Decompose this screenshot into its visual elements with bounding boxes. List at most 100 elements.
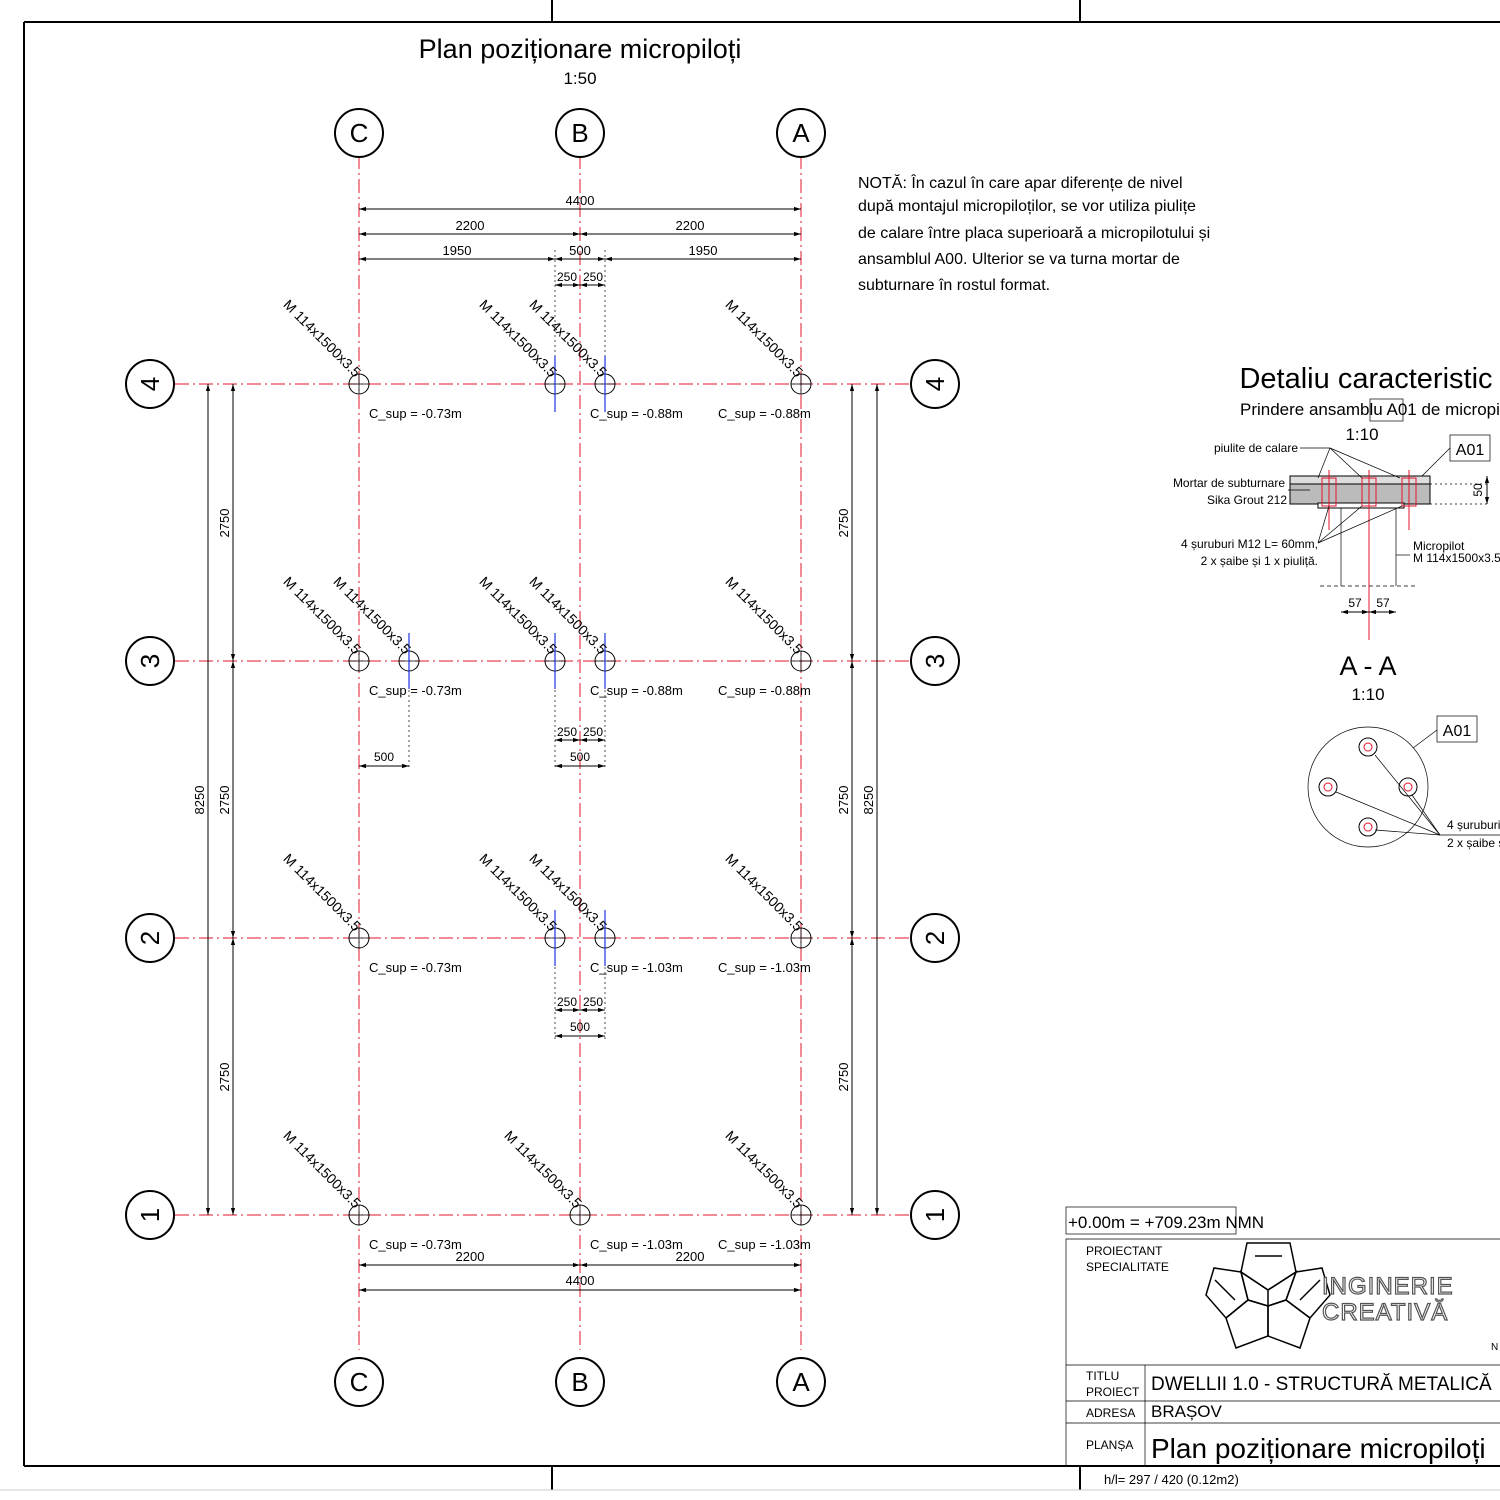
svg-text:B: B xyxy=(571,118,588,148)
dim-2200: 2200 xyxy=(456,1249,485,1264)
proiect-label: PROIECT xyxy=(1086,1385,1140,1399)
grid-bubble-1-left: 1 xyxy=(125,1190,175,1240)
pile-label: M 114x1500x3.5 xyxy=(722,850,806,934)
plan-title: Plan poziționare micropiloți xyxy=(419,34,742,64)
dim-2750: 2750 xyxy=(217,1063,232,1092)
cut-text: N xyxy=(1491,1342,1498,1353)
note-line: ansamblul A00. Ulterior se va turna mort… xyxy=(858,251,1180,268)
plan-scale: 1:50 xyxy=(563,69,596,88)
grid-axes xyxy=(175,155,910,1350)
note-line: subturnare în rostul format. xyxy=(858,277,1050,294)
pile: M 114x1500x3.5 xyxy=(280,850,370,949)
pile-label: M 114x1500x3.5 xyxy=(722,296,806,380)
dim-1950: 1950 xyxy=(443,243,472,258)
detail-scale: 1:10 xyxy=(1345,425,1378,444)
dim-500: 500 xyxy=(570,750,590,764)
grid-bubble-c-top: C xyxy=(334,108,384,158)
level-label: C_sup = -0.88m xyxy=(590,683,683,698)
detail-tag: A01 xyxy=(1456,442,1485,459)
level-label: C_sup = -1.03m xyxy=(590,960,683,975)
pile-label: M 114x1500x3.5 xyxy=(722,1127,806,1211)
grid-bubble-3-left: 3 xyxy=(125,636,175,686)
section-label-bolts: 4 șuruburi M xyxy=(1447,818,1500,832)
level-label: C_sup = -1.03m xyxy=(590,1237,683,1252)
logo-text-line2: CREATIVĂ xyxy=(1322,1299,1448,1326)
pile: M 114x1500x3.5 xyxy=(280,1127,370,1226)
dim-2750: 2750 xyxy=(836,509,851,538)
pile: M 114x1500x3.5 xyxy=(280,296,370,395)
specialitate-label: SPECIALITATE xyxy=(1086,1260,1169,1274)
svg-text:A: A xyxy=(792,1367,810,1397)
dim-57: 57 xyxy=(1376,596,1390,610)
dim-250: 250 xyxy=(583,725,603,739)
dim-2200: 2200 xyxy=(676,1249,705,1264)
level-reference: +0.00m = +709.23m NMN xyxy=(1068,1213,1264,1232)
section-title: A - A xyxy=(1339,651,1396,681)
dim-2750: 2750 xyxy=(217,509,232,538)
note-line: după montajul micropiloților, se vor uti… xyxy=(858,198,1196,215)
level-label: C_sup = -1.03m xyxy=(718,960,811,975)
section-tag: A01 xyxy=(1443,723,1472,740)
top-dimensions: 4400 2200 2200 1950 500 1950 250 250 xyxy=(359,193,801,400)
detail-view: Detaliu caracteristic Prindere ansamblu … xyxy=(1173,363,1500,850)
detail-title: Detaliu caracteristic xyxy=(1239,363,1492,395)
dim-500: 500 xyxy=(569,243,591,258)
label-bolts-washers: 2 x șaibe și 1 x piuliță. xyxy=(1201,554,1318,568)
label-mortar: Mortar de subturnare xyxy=(1173,476,1285,490)
dim-4400-bottom: 4400 xyxy=(566,1273,595,1288)
pile-label: M 114x1500x3.5 xyxy=(280,850,364,934)
note-line: de calare între placa superioară a micro… xyxy=(858,225,1210,242)
pile: M 114x1500x3.5 xyxy=(501,1127,591,1226)
dim-250: 250 xyxy=(583,270,603,284)
svg-text:3: 3 xyxy=(135,654,165,668)
grid-bubble-a-top: A xyxy=(776,108,826,158)
dim-250: 250 xyxy=(557,725,577,739)
pile-label: M 114x1500x3.5 xyxy=(722,573,806,657)
logo-text-line1: INGINERIE xyxy=(1322,1273,1454,1300)
piles: M 114x1500x3.5 M 114x1500x3.5 M 114x1500x3… xyxy=(280,296,812,1252)
dim-500: 500 xyxy=(374,750,394,764)
level-label: C_sup = -0.73m xyxy=(369,1237,462,1252)
detail-subtitle: Prindere ansamblu A01 de micropilot xyxy=(1240,400,1500,419)
dim-8250: 8250 xyxy=(861,786,876,815)
svg-text:B: B xyxy=(571,1367,588,1397)
grid-bubble-b-top: B xyxy=(555,108,605,158)
sheet-title: Plan poziționare micropiloți xyxy=(1151,1433,1486,1464)
svg-text:4: 4 xyxy=(135,377,165,391)
dim-4400-top: 4400 xyxy=(566,193,595,208)
sheet-format: h/l= 297 / 420 (0.12m2) xyxy=(1104,1472,1239,1487)
svg-text:2: 2 xyxy=(920,931,950,945)
grid-bubble-4-right: 4 xyxy=(910,359,960,409)
pile: M 114x1500x3.5 xyxy=(722,1127,812,1226)
grid-bubbles: C B A C B A 4 3 2 1 4 3 2 1 xyxy=(125,108,960,1407)
grid-bubble-b-bottom: B xyxy=(555,1357,605,1407)
level-label: C_sup = -0.88m xyxy=(718,683,811,698)
logo xyxy=(1205,1242,1331,1349)
dim-8250: 8250 xyxy=(192,786,207,815)
pile: M 114x1500x3.5 xyxy=(722,850,812,949)
grid-bubble-a-bottom: A xyxy=(776,1357,826,1407)
level-label: C_sup = -0.73m xyxy=(369,960,462,975)
dim-2750: 2750 xyxy=(836,786,851,815)
dim-57: 57 xyxy=(1348,596,1362,610)
plansa-label: PLANȘA xyxy=(1086,1438,1133,1452)
dim-250: 250 xyxy=(557,995,577,1009)
left-dimensions: 8250 2750 2750 2750 xyxy=(192,384,236,1215)
dim-2750: 2750 xyxy=(836,1063,851,1092)
dim-1950: 1950 xyxy=(689,243,718,258)
svg-text:A: A xyxy=(792,118,810,148)
svg-text:2: 2 xyxy=(135,931,165,945)
dim-500: 500 xyxy=(570,1020,590,1034)
pile-label: M 114x1500x3.5 xyxy=(280,1127,364,1211)
label-bolts: 4 șuruburi M12 L= 60mm, xyxy=(1181,537,1318,551)
level-label: C_sup = -0.88m xyxy=(718,406,811,421)
dim-2200: 2200 xyxy=(676,218,705,233)
label-micropilot-size: M 114x1500x3.5 xyxy=(1413,551,1500,565)
note-line: NOTĂ: În cazul în care apar diferențe de… xyxy=(858,173,1183,192)
svg-text:4: 4 xyxy=(920,377,950,391)
plan-note: NOTĂ: În cazul în care apar diferențe de… xyxy=(858,173,1210,294)
dim-250: 250 xyxy=(583,995,603,1009)
titlu-label: TITLU xyxy=(1086,1369,1119,1383)
adresa-label: ADRESA xyxy=(1086,1406,1135,1420)
